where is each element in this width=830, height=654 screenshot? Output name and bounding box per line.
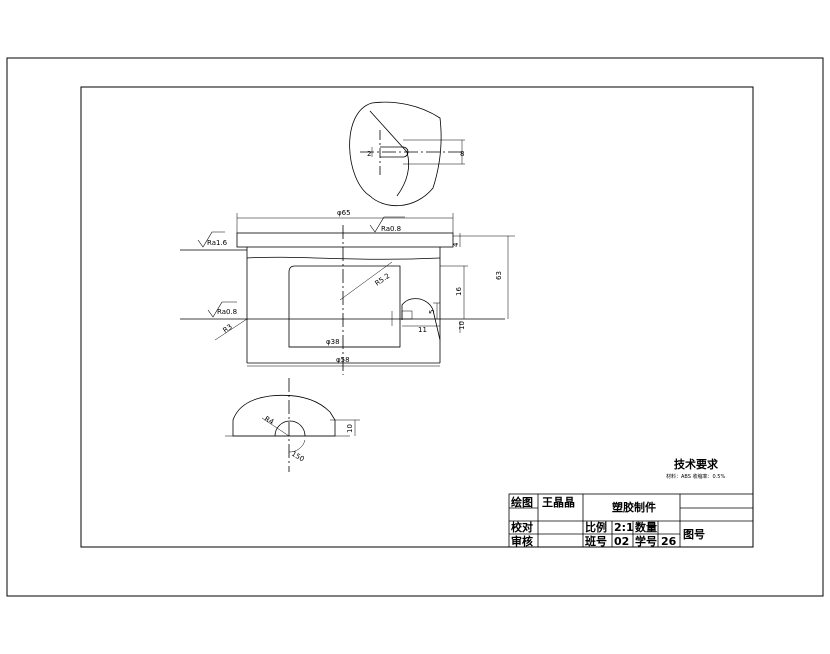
- tb-scale-value: 2:1: [614, 521, 634, 534]
- top-view: [349, 101, 465, 207]
- front-view-wave: [246, 256, 441, 260]
- tb-check-label: 校对: [511, 520, 533, 534]
- tb-class-value: 02: [614, 535, 629, 548]
- front-view-cap: [236, 232, 454, 248]
- dim-bottom-angle: 150: [290, 450, 306, 464]
- roughness-symbol-left-mid: [207, 301, 237, 318]
- tb-scale-label: 比例: [585, 520, 607, 534]
- tb-student-label: 学号: [635, 534, 657, 548]
- tb-drawn-name: 王晶晶: [542, 496, 575, 509]
- top-view-slot: [380, 146, 409, 158]
- roughness-left-top: Ra1.6: [207, 239, 228, 247]
- dim-right-height: 63: [495, 271, 503, 280]
- tb-drawn-label: 绘图: [511, 495, 533, 509]
- dim-side-angle: R3: [222, 323, 234, 335]
- dim-radius-arc: R5.2: [374, 272, 392, 288]
- title-block: [508, 493, 754, 548]
- dim-top-view-slot: 8: [460, 150, 464, 158]
- top-view-inner-curve: [396, 151, 410, 197]
- tech-notes-text: 材料：ABS 收缩率：0.5%: [666, 473, 725, 480]
- dim-top-width: φ65: [337, 209, 351, 217]
- tb-review-label: 审核: [511, 534, 533, 548]
- dim-cap-thickness: 4: [452, 242, 460, 247]
- bottom-view: [225, 378, 360, 472]
- roughness-left-mid: Ra0.8: [217, 308, 237, 316]
- bottom-view-slot: [274, 420, 306, 437]
- tb-class-label: 班号: [585, 534, 607, 548]
- roughness-center-top: Ra0.8: [381, 225, 401, 233]
- roughness-symbols: [197, 216, 405, 318]
- top-view-outline: [349, 101, 442, 207]
- dim-slot-length: 11: [418, 326, 427, 334]
- tb-drawing-no-label: 图号: [683, 528, 705, 541]
- tech-notes-title: 技术要求: [674, 457, 719, 471]
- roughness-symbol-left-top: [197, 231, 225, 248]
- bottom-view-outline: [232, 395, 336, 437]
- dim-bottom-height: 10: [346, 424, 354, 433]
- inner-frame: [80, 86, 754, 548]
- front-view-cavity: [288, 265, 401, 348]
- tb-qty-label: 数量: [635, 520, 657, 534]
- front-view: [180, 213, 515, 375]
- dim-top-view-small: 2: [367, 150, 371, 158]
- outer-frame: [6, 57, 824, 597]
- dim-bottom-width: φ58: [336, 356, 350, 364]
- front-view-slot: [401, 298, 441, 341]
- tb-student-value: 26: [661, 535, 677, 548]
- dim-inner-height: 16: [455, 287, 463, 296]
- dim-inner-width: φ38: [326, 338, 340, 346]
- dim-slot-depth: 5: [428, 310, 436, 314]
- top-view-inner-line: [369, 110, 408, 153]
- dim-step: 10: [458, 321, 466, 330]
- dim-bottom-radius: R4: [263, 415, 276, 427]
- tb-part-name: 塑胶制件: [612, 500, 656, 514]
- roughness-symbol-center-top: [369, 216, 405, 233]
